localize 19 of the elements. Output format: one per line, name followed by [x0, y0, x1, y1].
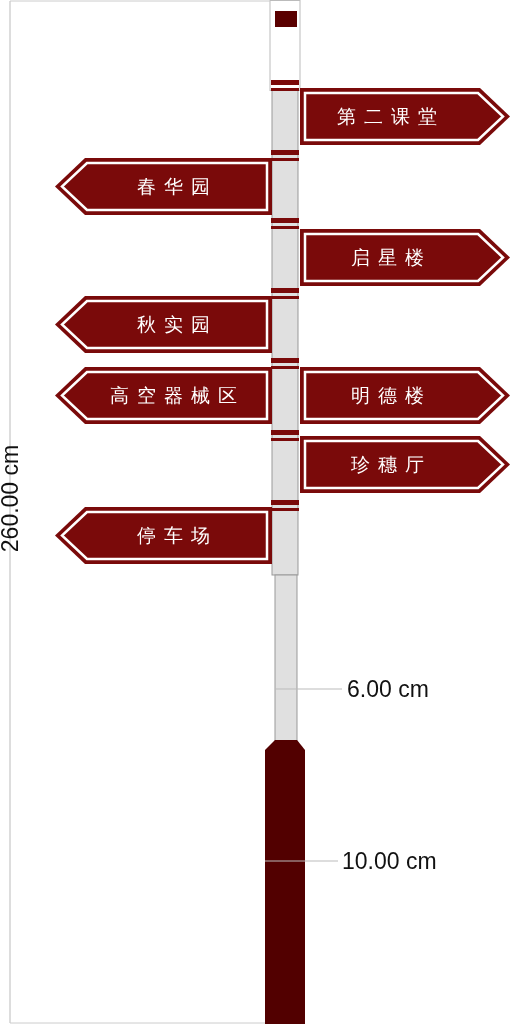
direction-sign [55, 158, 272, 215]
direction-sign [300, 436, 510, 493]
sign-text: 珍穗厅 [349, 451, 433, 477]
sign-text: 明德楼 [349, 382, 433, 408]
dimension-label: 10.00 cm [342, 848, 437, 875]
direction-sign [300, 88, 510, 145]
direction-sign [300, 367, 510, 424]
direction-sign [55, 507, 272, 564]
sign-text: 秋实园 [136, 311, 219, 337]
dimension-label: 260.00 cm [0, 443, 24, 555]
direction-sign [55, 296, 272, 353]
direction-sign [55, 367, 272, 424]
sign-text: 启星楼 [349, 244, 433, 270]
sign-text: 第二课堂 [336, 103, 446, 129]
sign-text: 春华园 [136, 173, 219, 199]
sign-text: 停车场 [136, 522, 219, 548]
direction-sign [300, 229, 510, 286]
sign-text: 高空器械区 [109, 382, 246, 408]
dimension-label: 6.00 cm [347, 676, 429, 703]
